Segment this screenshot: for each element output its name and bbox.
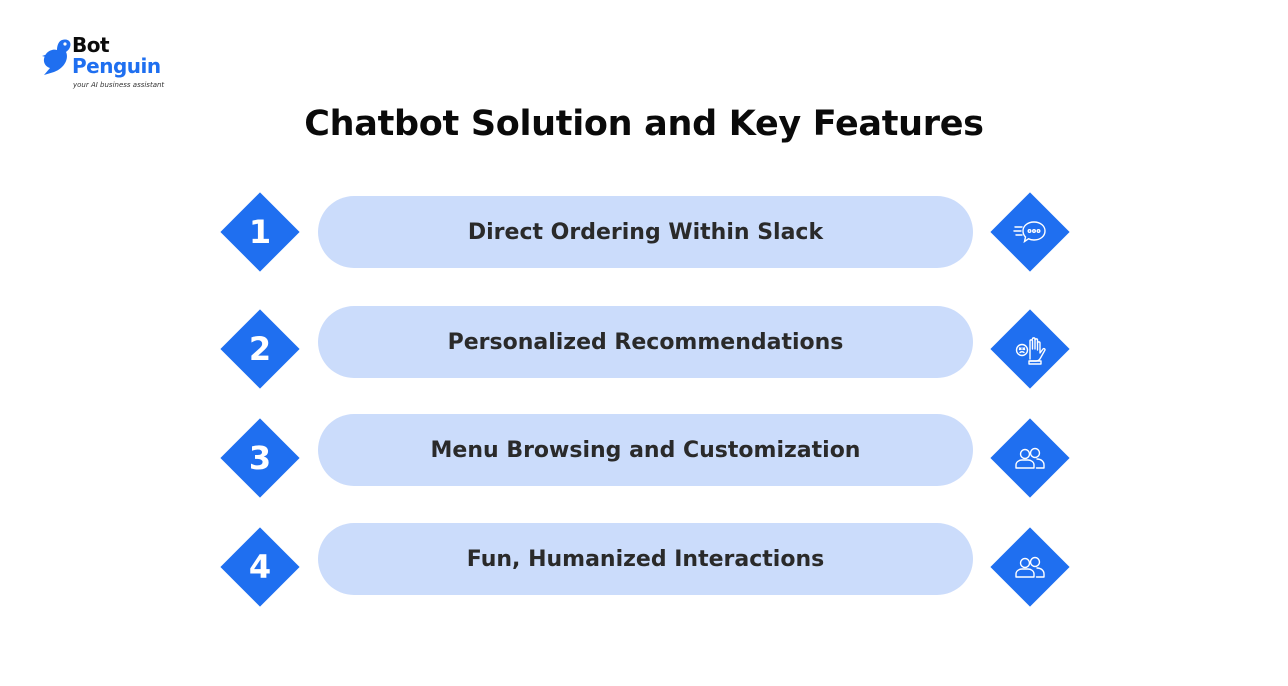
- feature-label: Menu Browsing and Customization: [318, 414, 973, 486]
- penguin-logo-icon: [42, 39, 71, 75]
- feature-number: 2: [248, 330, 272, 368]
- chat-bubble-icon: [1013, 221, 1046, 244]
- feature-number: 1: [248, 213, 272, 251]
- hand-face-icon: [1015, 337, 1046, 365]
- feature-row-3: 3 Menu Browsing and Customization: [0, 414, 1288, 498]
- users-icon: [1015, 447, 1045, 469]
- feature-row-4: 4 Fun, Humanized Interactions: [0, 523, 1288, 607]
- brand-name-line1: Bot: [72, 33, 110, 57]
- feature-number: 3: [248, 439, 272, 477]
- page-title: Chatbot Solution and Key Features: [304, 104, 984, 144]
- feature-label: Personalized Recommendations: [318, 306, 973, 378]
- feature-label: Direct Ordering Within Slack: [318, 196, 973, 268]
- feature-label: Fun, Humanized Interactions: [318, 523, 973, 595]
- brand-name-line2: Penguin: [72, 54, 161, 78]
- feature-row-2: 2 Personalized Recommendations: [0, 306, 1288, 389]
- logo: Bot Penguin your AI business assistant: [40, 34, 180, 94]
- feature-number: 4: [248, 548, 272, 586]
- users-icon: [1015, 556, 1045, 578]
- brand-tagline: your AI business assistant: [73, 81, 165, 89]
- feature-row-1: 1 Direct Ordering Within Slack: [0, 192, 1288, 272]
